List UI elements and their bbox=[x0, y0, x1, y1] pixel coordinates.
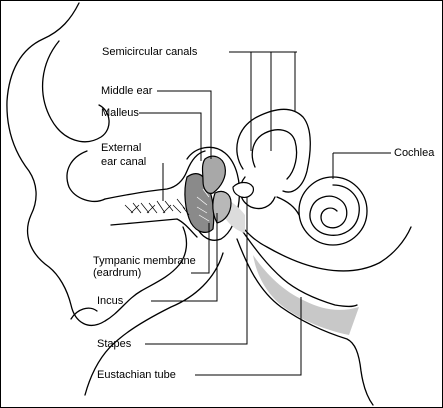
cochlea-connector bbox=[276, 196, 300, 216]
leader-middle-ear bbox=[157, 90, 212, 159]
leader-malleus bbox=[139, 112, 202, 161]
label-semicircular-canals: Semicircular canals bbox=[102, 46, 198, 58]
semicircular-canal-inner bbox=[251, 129, 298, 180]
leader-tympanic bbox=[191, 223, 210, 274]
ear-canal-upper-wall bbox=[104, 150, 206, 200]
label-tympanic-line1: Tympanic membrane bbox=[93, 255, 196, 267]
leader-incus bbox=[151, 213, 218, 302]
eustachian-tube-shading bbox=[253, 255, 359, 335]
antihelix-fold bbox=[41, 40, 110, 143]
outer-ear-outline bbox=[6, 2, 188, 326]
earlobe-inner bbox=[70, 307, 98, 320]
label-stapes: Stapes bbox=[97, 338, 132, 350]
leader-lines bbox=[139, 51, 391, 376]
label-cochlea: Cochlea bbox=[394, 147, 435, 159]
label-external-line2: ear canal bbox=[101, 156, 147, 168]
label-incus: Incus bbox=[97, 295, 124, 307]
label-external-line1: External bbox=[101, 142, 142, 154]
label-middle-ear: Middle ear bbox=[101, 85, 153, 97]
label-tympanic-line2: (eardrum) bbox=[93, 267, 142, 279]
malleus-bone bbox=[201, 155, 226, 194]
eardrum-texture bbox=[196, 188, 210, 222]
label-malleus: Malleus bbox=[101, 107, 139, 119]
ear-canal-hair bbox=[124, 198, 190, 216]
leader-stapes bbox=[145, 197, 248, 345]
semicircular-canal-outer bbox=[236, 108, 311, 193]
eustachian-tube-lower bbox=[236, 238, 374, 406]
head-side-line bbox=[84, 252, 224, 396]
cochlea-spiral bbox=[298, 176, 368, 246]
middle-ear-cavity bbox=[186, 146, 241, 241]
label-eustachian-tube: Eustachian tube bbox=[97, 369, 176, 381]
leader-semicircular-canals bbox=[229, 51, 297, 151]
stapes-bone bbox=[232, 181, 254, 198]
concha-fold bbox=[66, 150, 106, 202]
eustachian-tube-upper bbox=[240, 228, 358, 308]
leader-eustachian-tube bbox=[195, 297, 302, 376]
ear-canal-lower-wall bbox=[110, 218, 198, 238]
temporal-bone-edge bbox=[236, 220, 412, 272]
leader-cochlea bbox=[332, 152, 391, 179]
